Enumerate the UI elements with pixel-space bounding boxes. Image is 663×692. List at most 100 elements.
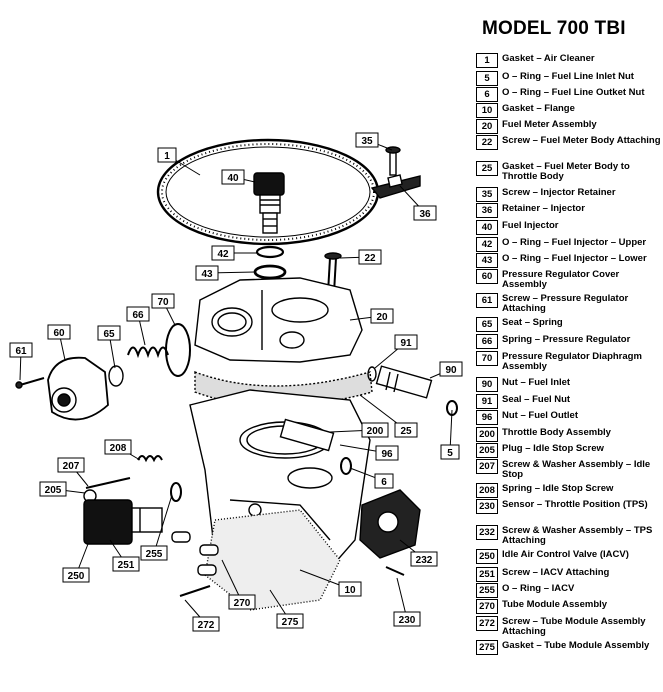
callout-number: 208 <box>110 443 127 454</box>
legend-item-text: Idle Air Control Valve (IACV) <box>502 549 629 560</box>
legend-item-number: 232 <box>476 525 498 540</box>
callout-box <box>439 361 463 377</box>
legend-item: 251 Screw – IACV Attaching <box>476 567 609 582</box>
legend-item-number: 20 <box>476 119 498 134</box>
legend-item-text: Screw – IACV Attaching <box>502 567 610 578</box>
legend-item-text: Screw – Pressure Regulator Attaching <box>502 293 629 314</box>
legend-item-number: 272 <box>476 616 498 631</box>
callout-number: 20 <box>376 312 388 323</box>
callout-number: 250 <box>68 571 85 582</box>
callout-box <box>140 545 168 561</box>
legend-item-number: 275 <box>476 640 498 655</box>
callout-number: 6 <box>381 477 387 488</box>
legend-item-number: 250 <box>476 549 498 564</box>
fuel-inlet-nut <box>375 365 433 399</box>
legend-item-number: 60 <box>476 269 498 284</box>
legend-item-text: Gasket – Air Cleaner <box>502 53 595 64</box>
legend-item-text: O – Ring – Fuel Injector – Upper <box>502 237 647 248</box>
legend-item-text: Nut – Fuel Outlet <box>502 410 578 421</box>
legend-item: 250 Idle Air Control Valve (IACV) <box>476 549 629 564</box>
legend-item-number: 251 <box>476 567 498 582</box>
callout-number: 200 <box>367 426 384 437</box>
fuel-nut-seal <box>367 366 377 382</box>
legend-item-number: 205 <box>476 443 498 458</box>
legend-item-text: Tube Module Assembly <box>502 599 608 610</box>
callout-number: 270 <box>234 598 251 609</box>
callout-number: 22 <box>364 253 376 264</box>
injector-upper-o-ring <box>255 245 285 259</box>
callout-box <box>393 611 421 627</box>
legend-item-number: 6 <box>476 87 498 102</box>
legend-item-number: 91 <box>476 394 498 409</box>
diagram-title: MODEL 700 TBI <box>482 18 626 39</box>
legend-item-text: Pressure Regulator Diaphragm Assembly <box>502 351 642 372</box>
throttle-position-sensor <box>359 489 421 559</box>
legend-item-text: Sensor – Throttle Position (TPS) <box>502 499 648 510</box>
legend-item-number: 207 <box>476 459 498 474</box>
fuel-outlet-nut <box>279 418 335 452</box>
idle-stop-spring <box>137 455 163 463</box>
spring-seat <box>108 365 124 387</box>
callout-box <box>62 567 90 583</box>
callout-box <box>276 613 304 629</box>
callout-box <box>211 245 235 261</box>
callout-box <box>39 481 67 497</box>
legend-item-text: Gasket – Flange <box>502 103 575 114</box>
callout-box <box>151 293 175 309</box>
legend-item: 230 Sensor – Throttle Position (TPS) <box>476 499 648 514</box>
callout-number: 42 <box>217 249 229 260</box>
outlet-nut-o-ring <box>340 457 352 475</box>
callout-box <box>358 249 382 265</box>
callout-box <box>410 551 438 567</box>
idle-air-control-valve <box>83 499 163 545</box>
callout-number: 40 <box>227 173 239 184</box>
callout-number: 205 <box>45 485 62 496</box>
callout-number: 90 <box>445 365 457 376</box>
legend-item-number: 25 <box>476 161 498 176</box>
legend-item-text: Screw – Tube Module Assembly Attaching <box>502 616 646 637</box>
fuel-injector <box>253 172 285 234</box>
callout-box <box>47 324 71 340</box>
legend-item-text: Plug – Idle Stop Screw <box>502 443 604 454</box>
legend-item-number: 61 <box>476 293 498 308</box>
callout-number: 207 <box>63 461 80 472</box>
injector-lower-o-ring <box>253 264 287 280</box>
legend-item-number: 270 <box>476 599 498 614</box>
legend-item: 272 Screw – Tube Module Assembly Attachin… <box>476 616 662 637</box>
tps-screw <box>385 566 405 576</box>
legend-item-number: 36 <box>476 203 498 218</box>
iacv-o-ring <box>170 482 182 502</box>
callout-number: 36 <box>419 209 431 220</box>
callout-box <box>338 581 362 597</box>
callout-number: 275 <box>282 617 299 628</box>
legend-item-text: O – Ring – IACV <box>502 583 575 594</box>
legend-item-text: Retainer – Injector <box>502 203 585 214</box>
legend-item-number: 22 <box>476 135 498 150</box>
callout-box <box>440 444 460 460</box>
legend-item-number: 230 <box>476 499 498 514</box>
legend-item: 36 Retainer – Injector <box>476 203 585 218</box>
legend-item-text: Spring – Pressure Regulator <box>502 334 631 345</box>
callout-number: 25 <box>400 426 412 437</box>
callout-box <box>195 265 219 281</box>
callout-number: 232 <box>416 555 433 566</box>
callout-number: 66 <box>132 310 144 321</box>
legend-item-text: Fuel Injector <box>502 220 559 231</box>
legend-item-text: Screw – Fuel Meter Body Attaching <box>502 135 661 146</box>
